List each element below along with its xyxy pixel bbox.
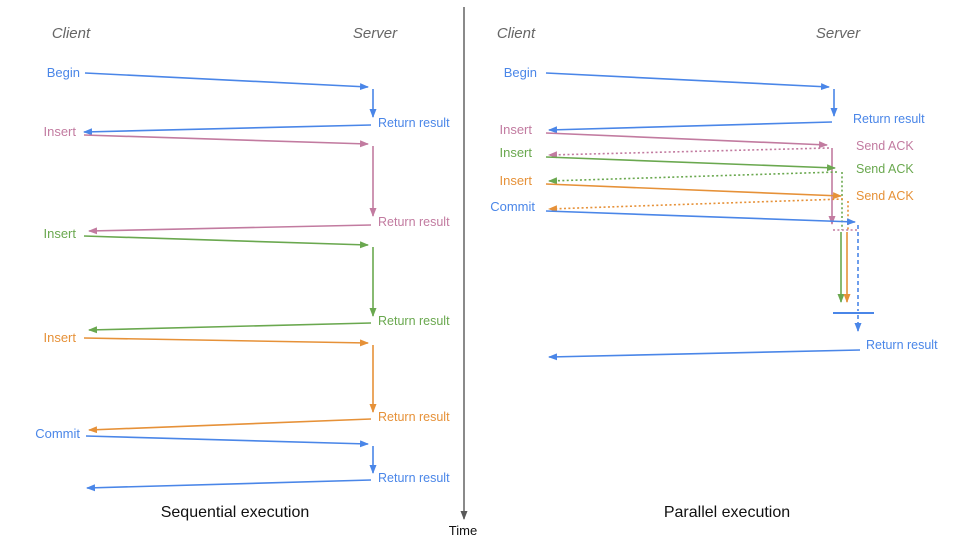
request-arrow (84, 72, 369, 91)
return-result-label: Return result (378, 116, 450, 130)
return-result-label: Return result (866, 338, 938, 352)
op-label-insert: Insert (43, 226, 76, 241)
request-arrow (83, 337, 369, 347)
sequential-panel-title: Sequential execution (161, 504, 310, 521)
parallel-op-begin: Begin Return result (504, 65, 925, 134)
send-ack-label: Send ACK (856, 139, 914, 153)
return-result-label: Return result (853, 112, 925, 126)
ack-arrow (548, 198, 844, 213)
op-label-begin: Begin (47, 65, 80, 80)
parallel-panel: Client Server Begin Return result Insert… (490, 25, 938, 521)
send-ack-label: Send ACK (856, 162, 914, 176)
sequential-op-begin: Begin Return result (47, 65, 450, 136)
response-arrow (86, 479, 372, 492)
request-arrow (85, 435, 369, 448)
op-label-insert: Insert (499, 122, 532, 137)
return-result-label: Return result (378, 215, 450, 229)
return-result-label: Return result (378, 314, 450, 328)
response-arrow (88, 224, 372, 235)
parallel-op-insert-3: Insert Send ACK (499, 173, 914, 303)
send-ack-label: Send ACK (856, 189, 914, 203)
sequential-op-insert-1: Insert Return result (43, 124, 450, 235)
op-label-begin: Begin (504, 65, 537, 80)
response-arrow (88, 322, 372, 334)
op-label-insert: Insert (499, 173, 532, 188)
ack-arrow (548, 147, 830, 159)
server-header: Server (816, 25, 861, 42)
time-axis-label: Time (449, 523, 477, 538)
request-arrow (545, 156, 836, 172)
request-arrow (545, 72, 830, 91)
response-arrow (548, 121, 833, 134)
op-label-insert: Insert (499, 145, 532, 160)
sequential-op-insert-3: Insert Return result (43, 330, 450, 434)
request-arrow (83, 235, 369, 249)
parallel-op-insert-1: Insert Send ACK (499, 122, 914, 225)
ack-arrow (548, 171, 838, 185)
request-arrow (545, 210, 856, 226)
request-arrow (545, 132, 828, 149)
op-label-commit: Commit (35, 426, 80, 441)
return-result-label: Return result (378, 410, 450, 424)
client-header: Client (497, 25, 536, 42)
op-label-commit: Commit (490, 199, 535, 214)
sequential-panel: Client Server Begin Return result Insert… (35, 25, 450, 521)
op-label-insert: Insert (43, 330, 76, 345)
parallel-op-commit: Commit Return result (490, 199, 938, 361)
return-result-label: Return result (378, 471, 450, 485)
time-axis: Time (449, 7, 477, 538)
request-arrow (83, 134, 369, 148)
response-arrow (83, 124, 372, 136)
sequential-op-insert-2: Insert Return result (43, 226, 450, 334)
parallel-panel-title: Parallel execution (664, 504, 790, 521)
server-header: Server (353, 25, 398, 42)
sequential-op-commit: Commit Return result (35, 426, 450, 492)
parallel-op-insert-2: Insert Send ACK (499, 145, 914, 303)
request-arrow (545, 183, 842, 200)
client-header: Client (52, 25, 91, 42)
response-arrow (88, 418, 372, 434)
response-arrow (548, 349, 861, 361)
op-label-insert: Insert (43, 124, 76, 139)
